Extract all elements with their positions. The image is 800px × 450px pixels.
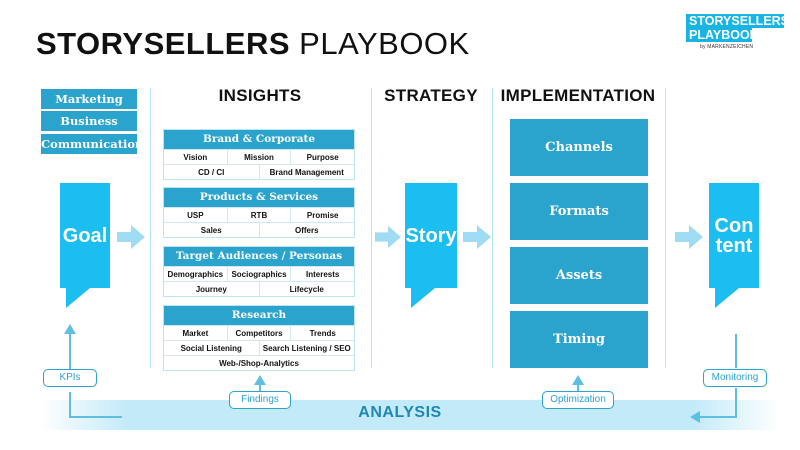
- column-divider: [371, 88, 372, 368]
- title-light: PLAYBOOK: [299, 26, 470, 61]
- flag-tail-icon: [715, 288, 739, 308]
- block-cell: Demographics: [167, 270, 224, 279]
- block-row: Vision Mission Purpose: [164, 149, 354, 164]
- block-cell: Brand Management: [258, 165, 355, 179]
- storysellers-logo: STORYSELLERS PLAYBOOK by MARKENZEICHEN: [686, 14, 789, 58]
- goal-label-communication: Communication: [41, 134, 143, 154]
- block-cell: Vision: [183, 153, 208, 162]
- kpis-pill: KPIs: [43, 369, 97, 387]
- block-cell: Lifecycle: [258, 282, 355, 296]
- block-row: USP RTB Promise: [164, 207, 354, 222]
- implementation-timing: Timing: [510, 311, 648, 368]
- arrow-right-icon: [117, 225, 145, 249]
- goal-flag-body: Goal: [60, 183, 110, 288]
- block-cell: CD / CI: [198, 168, 225, 177]
- findings-pill: Findings: [229, 391, 291, 409]
- block-cell: Purpose: [290, 150, 354, 164]
- content-flag-line-2: tent: [715, 234, 753, 257]
- block-cell: Mission: [226, 150, 291, 164]
- insight-block-audiences: Target Audiences / Personas Demographics…: [163, 246, 355, 297]
- block-cell: Market: [182, 329, 209, 338]
- page-title: STORYSELLERS PLAYBOOK: [36, 26, 470, 62]
- flag-tail-icon: [411, 288, 435, 308]
- column-divider: [665, 88, 666, 368]
- title-bold: STORYSELLERS: [36, 26, 291, 61]
- block-row: Market Competitors Trends: [164, 325, 354, 340]
- block-cell: Offers: [258, 223, 355, 237]
- analysis-label: ANALYSIS: [358, 404, 442, 421]
- block-row: Demographics Sociographics Interests: [164, 266, 354, 281]
- insights-heading: INSIGHTS: [218, 86, 302, 105]
- column-divider: [492, 88, 493, 368]
- block-cell: Competitors: [226, 326, 291, 340]
- logo-line-1: STORYSELLERS: [686, 14, 789, 28]
- insight-block-products: Products & Services USP RTB Promise Sale…: [163, 187, 355, 238]
- story-flag-body: Story: [405, 183, 457, 288]
- arrow-right-icon: [675, 225, 703, 249]
- block-title: Products & Services: [164, 188, 354, 207]
- block-row: Web-/Shop-Analytics: [164, 355, 354, 370]
- block-row: Sales Offers: [164, 222, 354, 237]
- content-flag-line-1: Con: [714, 214, 754, 237]
- optimization-pill: Optimization: [542, 391, 614, 409]
- insight-block-brand: Brand & Corporate Vision Mission Purpose…: [163, 129, 355, 180]
- analysis-band: [40, 400, 780, 430]
- implementation-assets: Assets: [510, 247, 648, 304]
- content-flag-body: Con tent: [709, 183, 759, 288]
- implementation-heading: IMPLEMENTATION: [500, 86, 656, 105]
- goal-label-business: Business: [41, 111, 137, 131]
- block-cell: Interests: [290, 267, 354, 281]
- arrow-right-icon: [375, 225, 401, 249]
- implementation-channels: Channels: [510, 119, 648, 176]
- block-title: Brand & Corporate: [164, 130, 354, 149]
- block-row: Social Listening Search Listening / SEO: [164, 340, 354, 355]
- block-cell: Trends: [290, 326, 354, 340]
- monitoring-pill: Monitoring: [703, 369, 767, 387]
- block-cell: Sociographics: [226, 267, 291, 281]
- block-title: Research: [164, 306, 354, 325]
- block-title: Target Audiences / Personas: [164, 247, 354, 266]
- logo-line-2: PLAYBOOK: [686, 28, 759, 42]
- block-cell: Journey: [195, 285, 227, 294]
- column-divider: [150, 88, 151, 368]
- implementation-formats: Formats: [510, 183, 648, 240]
- block-row: Journey Lifecycle: [164, 281, 354, 296]
- insight-block-research: Research Market Competitors Trends Socia…: [163, 305, 355, 371]
- block-row: CD / CI Brand Management: [164, 164, 354, 179]
- logo-byline: by MARKENZEICHEN: [700, 44, 754, 50]
- block-cell: RTB: [226, 208, 291, 222]
- story-flag-label: Story: [405, 224, 457, 247]
- block-cell: Sales: [200, 226, 222, 235]
- block-cell: Social Listening: [180, 344, 242, 353]
- goal-flag-label: Goal: [62, 224, 108, 247]
- strategy-heading: STRATEGY: [384, 86, 478, 105]
- block-cell: Web-/Shop-Analytics: [219, 359, 299, 368]
- goal-label-marketing: Marketing: [41, 89, 137, 109]
- block-cell: USP: [187, 211, 204, 220]
- block-cell: Promise: [290, 208, 354, 222]
- flag-tail-icon: [66, 288, 90, 308]
- block-cell: Search Listening / SEO: [258, 341, 355, 355]
- arrow-right-icon: [463, 225, 491, 249]
